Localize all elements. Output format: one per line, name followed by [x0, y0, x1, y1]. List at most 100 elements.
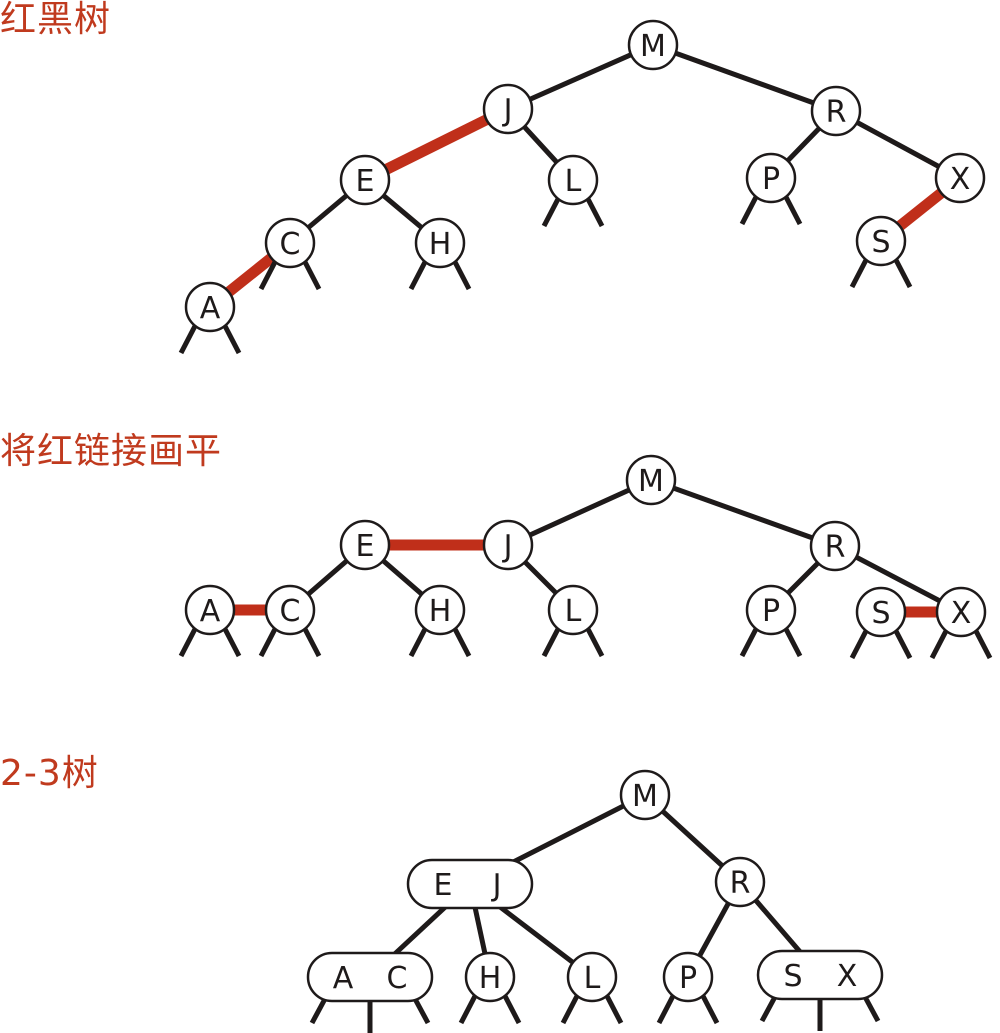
node-label-J: J: [502, 529, 513, 564]
node-J: [482, 519, 534, 571]
node-L-key-L: L: [584, 961, 601, 996]
node-SX-key-S: S: [783, 959, 802, 994]
node-label-X: X: [950, 162, 971, 197]
node-label-C: C: [280, 594, 301, 629]
node-H-key-H: H: [479, 961, 502, 996]
node-H-null-link-right: [452, 260, 472, 291]
node-S: [855, 586, 907, 638]
node-C-null-link-left: [258, 627, 278, 658]
node-P: [662, 951, 714, 1003]
node-EJ: [406, 858, 534, 910]
black-link-M-R: [652, 42, 837, 114]
node-M-key-M: M: [632, 779, 658, 814]
node-A-null-link-right: [222, 627, 242, 658]
node-AC: [306, 951, 434, 1003]
node-S-null-link-left: [849, 258, 869, 289]
node-A-null-link-right: [222, 324, 242, 355]
node-R: [810, 85, 862, 137]
title-two-three-tree: 2-3树: [0, 753, 99, 794]
node-P-null-link-right: [783, 627, 803, 658]
red-link-J-E: [362, 104, 511, 185]
node-H: [414, 584, 466, 636]
node-X-null-link-right: [973, 629, 993, 660]
node-label-A: A: [200, 291, 221, 326]
node-P-null-link-left: [739, 195, 759, 226]
node-P-key-P: P: [679, 961, 697, 996]
node-A: [184, 584, 236, 636]
node-label-A: A: [200, 594, 221, 629]
node-AC-key-C: C: [387, 961, 408, 996]
node-L-null-link-left: [541, 627, 561, 658]
node-label-L: L: [565, 594, 582, 629]
node-label-M: M: [638, 464, 664, 499]
node-label-E: E: [356, 529, 375, 564]
node-X-null-link-left: [929, 629, 949, 660]
node-label-H: H: [429, 227, 452, 262]
black-link-M-R: [650, 477, 836, 549]
node-L: [547, 154, 599, 206]
node-L-null-link-left: [560, 994, 580, 1025]
node-X: [934, 152, 986, 204]
node-L: [566, 951, 618, 1003]
node-AC-key-A: A: [333, 961, 354, 996]
node-H: [414, 217, 466, 269]
node-EJ-key-E: E: [434, 868, 453, 903]
node-M: [627, 19, 679, 71]
node-SX-null-link-left: [759, 993, 779, 1023]
node-label-J: J: [502, 93, 513, 128]
node-P-null-link-left: [656, 994, 676, 1025]
node-S-null-link-right: [893, 629, 913, 660]
node-H-null-link-left: [458, 994, 478, 1025]
node-C-null-link-right: [302, 627, 322, 658]
node-label-E: E: [356, 164, 375, 199]
node-P: [745, 584, 797, 636]
node-X: [935, 586, 987, 638]
node-L-null-link-right: [604, 994, 624, 1025]
node-label-P: P: [762, 594, 780, 629]
node-A-null-link-left: [178, 324, 198, 355]
node-L-null-link-right: [585, 197, 605, 228]
node-S: [855, 215, 907, 267]
node-P-null-link-right: [700, 994, 720, 1025]
title-red-black-tree: 红黑树: [0, 0, 112, 40]
node-C: [264, 217, 316, 269]
node-P: [745, 152, 797, 204]
node-C-null-link-left: [258, 260, 278, 291]
node-L-null-link-right: [585, 627, 605, 658]
node-SX-null-link-right: [861, 993, 881, 1023]
node-label-C: C: [280, 227, 301, 262]
node-M: [619, 769, 671, 821]
node-P-null-link-left: [739, 627, 759, 658]
node-A: [184, 281, 236, 333]
node-C: [264, 584, 316, 636]
node-S-null-link-right: [893, 258, 913, 289]
node-S-null-link-left: [849, 629, 869, 660]
node-E: [339, 154, 391, 206]
node-label-P: P: [762, 162, 780, 197]
node-H-null-link-right: [452, 627, 472, 658]
node-label-X: X: [951, 596, 972, 631]
node-label-R: R: [826, 95, 847, 130]
node-P-null-link-right: [783, 195, 803, 226]
node-M: [625, 454, 677, 506]
node-label-R: R: [825, 530, 846, 565]
node-R: [809, 520, 861, 572]
node-H-null-link-right: [502, 994, 522, 1025]
node-L-null-link-left: [541, 197, 561, 228]
node-AC-null-link-left: [309, 995, 329, 1025]
node-E: [339, 519, 391, 571]
black-link-M-J: [506, 42, 655, 112]
node-label-S: S: [871, 225, 890, 260]
node-SX-key-X: X: [837, 959, 858, 994]
black-link-M-J: [506, 477, 653, 548]
node-EJ-key-J: J: [491, 868, 502, 903]
title-flattened-red-links: 将红链接画平: [0, 431, 223, 472]
node-SX: [756, 949, 884, 1001]
node-C-null-link-right: [302, 260, 322, 291]
node-J: [482, 83, 534, 135]
node-L: [547, 584, 599, 636]
node-H: [464, 951, 516, 1003]
